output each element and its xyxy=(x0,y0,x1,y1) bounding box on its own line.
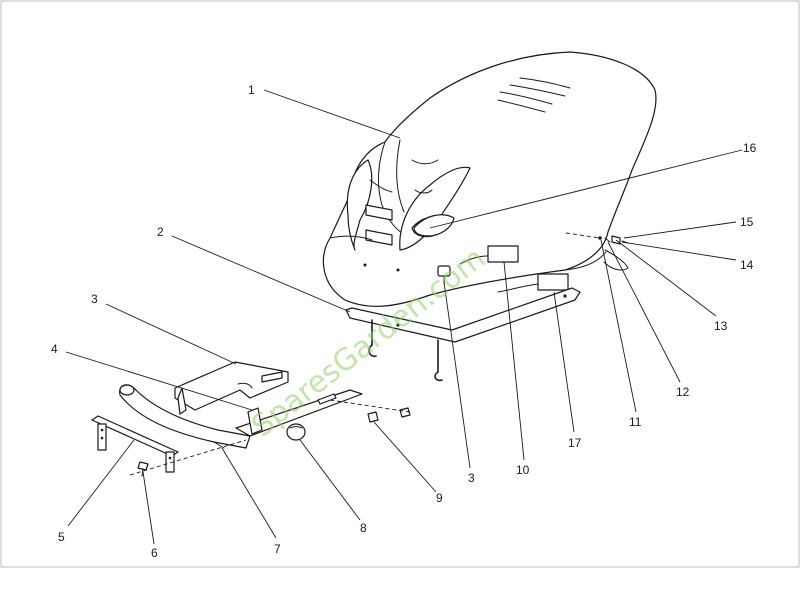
knob-8 xyxy=(286,423,306,441)
decal-wire-17 xyxy=(497,283,539,293)
leader-lines xyxy=(65,89,743,545)
frame-border xyxy=(0,0,800,568)
callout-12: 12 xyxy=(676,385,690,399)
callout-13: 13 xyxy=(714,319,728,333)
lens-part-16 xyxy=(413,214,455,237)
callout-2: 2 xyxy=(157,225,164,239)
callout-15: 15 xyxy=(740,215,754,229)
callout-6: 6 xyxy=(151,546,158,560)
pivot-bracket-3 xyxy=(174,361,289,415)
rear-bracket-5 xyxy=(91,415,179,473)
callout-9: 9 xyxy=(436,491,443,505)
callout-11: 11 xyxy=(629,415,642,429)
callout-16: 16 xyxy=(743,141,757,155)
bumper-tube-7 xyxy=(119,384,251,449)
decal-part-17 xyxy=(537,273,569,291)
callout-10: 10 xyxy=(516,463,530,477)
assembly-line-left xyxy=(129,439,247,476)
callout-5: 5 xyxy=(58,530,65,544)
callout-8: 8 xyxy=(360,521,367,535)
callout-17: 17 xyxy=(568,436,582,450)
callout-numbers: 1 2 3 3 4 5 6 7 8 9 10 11 12 13 14 15 16… xyxy=(51,83,757,560)
flat-bar-4 xyxy=(235,389,363,437)
assembly-line-right xyxy=(565,232,601,239)
callout-14: 14 xyxy=(740,258,754,272)
callout-7: 7 xyxy=(274,542,281,556)
callout-3-bracket: 3 xyxy=(91,292,98,306)
hood-bracket xyxy=(345,287,581,382)
decal-wire-10 xyxy=(459,255,489,265)
nut-9 xyxy=(367,407,411,423)
decal-part-10 xyxy=(487,245,519,263)
callout-1: 1 xyxy=(248,83,255,97)
callout-3-clip: 3 xyxy=(468,471,475,485)
callout-4: 4 xyxy=(51,342,58,356)
